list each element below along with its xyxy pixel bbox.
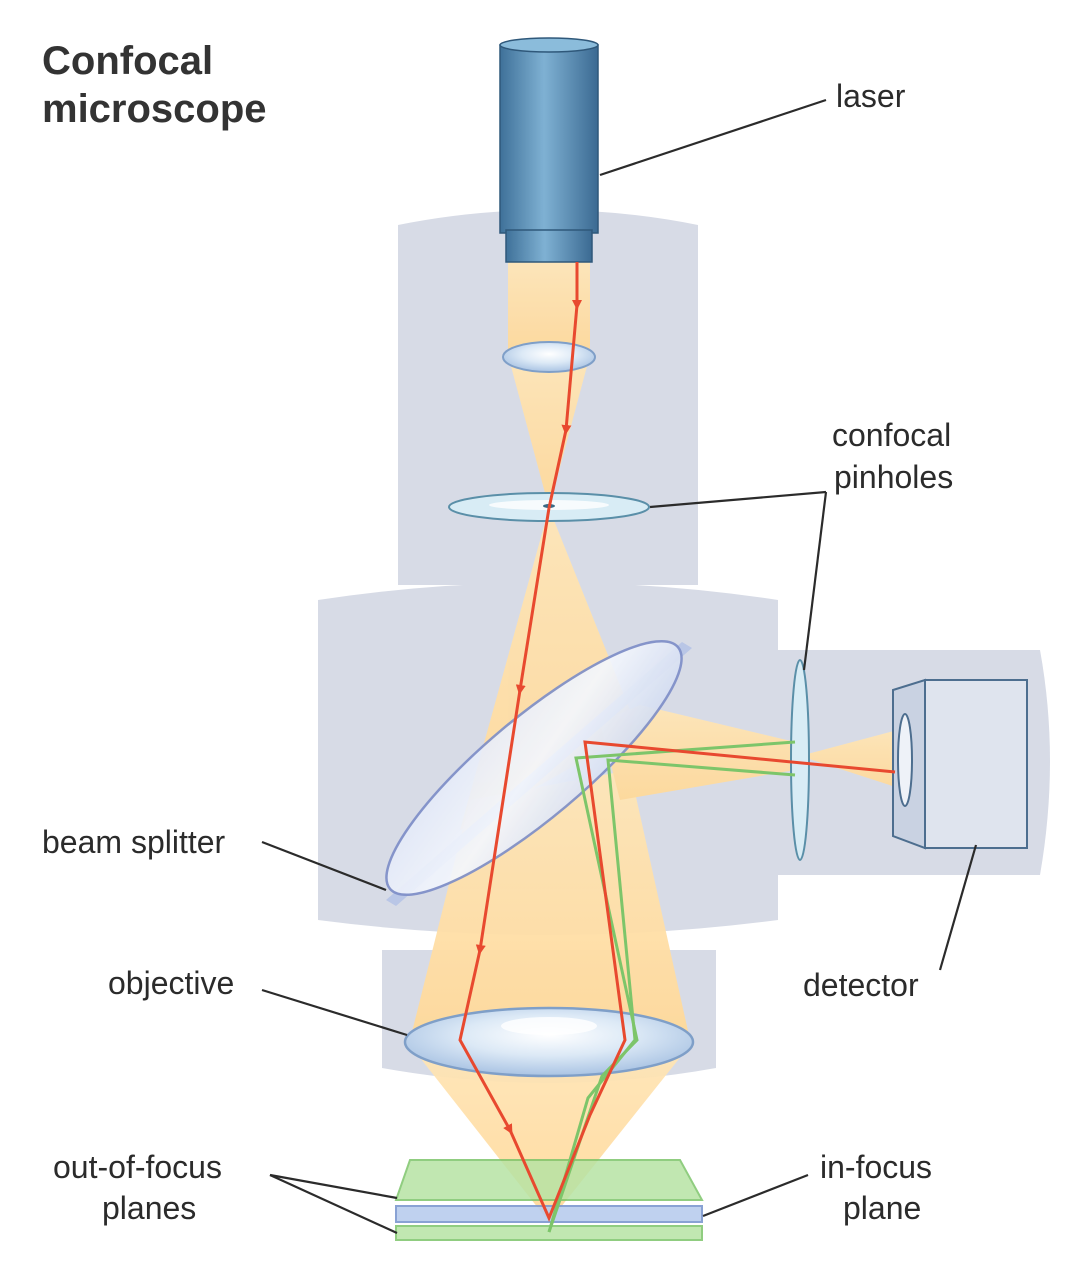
laser-beam-column — [508, 262, 590, 355]
label-beam-splitter: beam splitter — [42, 824, 226, 860]
label-in-focus-line2: plane — [843, 1190, 921, 1226]
sample-planes — [394, 1159, 704, 1241]
laser-icon — [499, 37, 599, 263]
label-in-focus-line1: in-focus — [820, 1149, 932, 1185]
beam-splitter — [385, 639, 692, 906]
title-line2: microscope — [42, 87, 267, 131]
detector-pinhole — [790, 659, 810, 861]
detector-cone — [800, 728, 905, 790]
label-confocal-pinholes-line1: confocal — [832, 417, 951, 453]
title-line1: Confocal — [42, 39, 213, 83]
label-out-of-focus-line2: planes — [102, 1190, 196, 1226]
label-confocal-pinholes-line2: pinholes — [834, 459, 953, 495]
out-of-focus-plane-lower — [395, 1225, 703, 1241]
label-detector: detector — [803, 967, 919, 1003]
collimating-lens — [502, 341, 596, 373]
detector-icon — [892, 678, 1028, 850]
out-of-focus-plane-upper — [394, 1159, 704, 1201]
label-out-of-focus-line1: out-of-focus — [53, 1149, 222, 1185]
label-objective: objective — [108, 965, 234, 1001]
objective-lens — [403, 1006, 695, 1078]
excitation-rays — [458, 262, 896, 1222]
sample-cone — [410, 1045, 690, 1222]
label-laser: laser — [836, 78, 906, 114]
leader-lines — [261, 98, 978, 1235]
